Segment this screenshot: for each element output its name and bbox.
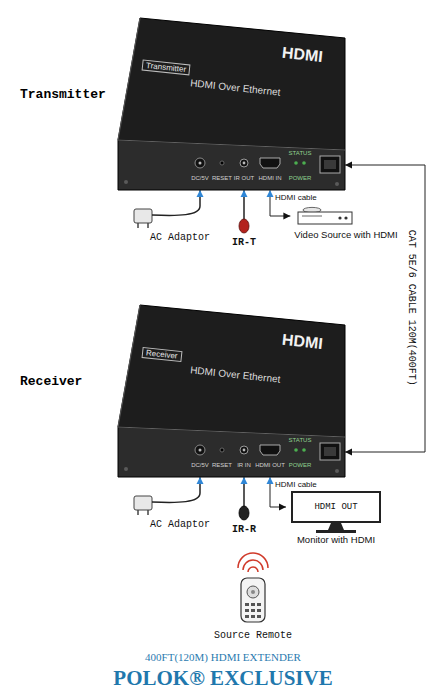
- player-body: [298, 212, 352, 224]
- device-caption: IR-R: [232, 524, 256, 536]
- remote-button: [245, 609, 249, 612]
- connector-line: [345, 165, 425, 452]
- disc-slot: [302, 216, 322, 217]
- arrow-head: [267, 190, 274, 197]
- port-label: RESET: [212, 462, 232, 469]
- remote-button: [257, 615, 261, 618]
- brand-name: POLOK® EXCLUSIVE: [113, 666, 332, 690]
- ac-adaptor: AC Adaptor: [128, 206, 214, 245]
- ir-cord: [241, 190, 248, 215]
- monitor-icon: [292, 492, 380, 533]
- transmitter-unit: Transmitter: [118, 18, 345, 190]
- footer-text: 400FT(120M) HDMI EXTENDER: [145, 651, 301, 664]
- source-remote: Source Remote: [205, 548, 301, 644]
- unit-heading: Transmitter: [20, 88, 106, 103]
- remote-pad: [247, 586, 259, 598]
- ir-receiver: IR-R: [228, 502, 260, 537]
- ir-emitter: IR-T: [228, 215, 260, 250]
- monitor-screen: [292, 492, 380, 522]
- device-caption: Source Remote: [214, 630, 292, 642]
- arrow-head: [345, 162, 352, 169]
- arrow-head: [197, 190, 204, 197]
- ir-bulb: [239, 219, 249, 233]
- arrow-head: [197, 477, 204, 484]
- port-label: HDMI IN: [259, 175, 282, 182]
- port-label: IR OUT: [234, 175, 254, 182]
- monitor-stand: [328, 523, 344, 530]
- cable-label: CAT 5E/6 CABLE 120M(400FT): [405, 229, 417, 387]
- video-source-icon: [298, 207, 352, 224]
- remote-pad-center: [251, 590, 255, 594]
- arrow-head: [267, 477, 274, 484]
- remote-button: [245, 603, 249, 606]
- port-label: RESET: [212, 175, 232, 182]
- transmitter-housing: [118, 18, 345, 190]
- arrow-head: [241, 477, 248, 484]
- cat-cable: [345, 162, 425, 456]
- monitor-base: [316, 530, 356, 533]
- remote-button: [257, 603, 261, 606]
- ir-wave: [238, 553, 268, 568]
- receiver-unit: Receiver: [118, 305, 345, 477]
- remote-icon: [238, 553, 268, 622]
- remote-button: [257, 609, 261, 612]
- video-source: Video Source with HDMI: [290, 206, 401, 242]
- led-label: POWER: [289, 175, 312, 182]
- led-label: STATUS: [289, 437, 312, 444]
- port-label: DC/5V: [191, 175, 209, 182]
- led-label: POWER: [289, 462, 312, 469]
- monitor: HDMI OUT Monitor with HDMI: [286, 488, 386, 548]
- screen-text: HDMI OUT: [314, 502, 357, 512]
- remote-button: [251, 615, 255, 618]
- ir-bulb: [239, 506, 249, 520]
- arrow-head: [345, 449, 352, 456]
- power-cord: [197, 190, 204, 206]
- remote-body: [241, 578, 265, 622]
- port-label: DC/5V: [191, 462, 209, 469]
- ir-wave: [243, 560, 263, 570]
- player-button: [344, 216, 347, 219]
- power-cord: [197, 477, 204, 493]
- device-caption: Video Source with HDMI: [294, 230, 397, 241]
- cable-label: HDMI cable: [274, 480, 318, 489]
- arrow-head: [241, 190, 248, 197]
- ac-adaptor: AC Adaptor: [128, 493, 214, 532]
- device-caption: Monitor with HDMI: [297, 535, 375, 546]
- ir-cord: [241, 477, 248, 502]
- remote-button: [245, 615, 249, 618]
- ac-adaptor-icon: [134, 493, 200, 515]
- unit-heading: Receiver: [20, 375, 82, 390]
- arrow-head: [283, 213, 290, 220]
- arrow-head: [279, 504, 286, 511]
- remote-button: [251, 603, 255, 606]
- device-caption: AC Adaptor: [150, 519, 210, 531]
- cable-label: HDMI cable: [274, 193, 318, 202]
- ac-adaptor-icon: [134, 206, 200, 228]
- device-caption: AC Adaptor: [150, 232, 210, 244]
- ir-wave: [248, 567, 258, 572]
- device-caption: IR-T: [232, 237, 256, 249]
- receiver-housing: [118, 305, 345, 477]
- port-label: IR IN: [237, 462, 251, 469]
- led-label: STATUS: [289, 150, 312, 157]
- port-label: HDMI OUT: [255, 462, 285, 469]
- remote-button: [251, 609, 255, 612]
- player-button: [338, 216, 341, 219]
